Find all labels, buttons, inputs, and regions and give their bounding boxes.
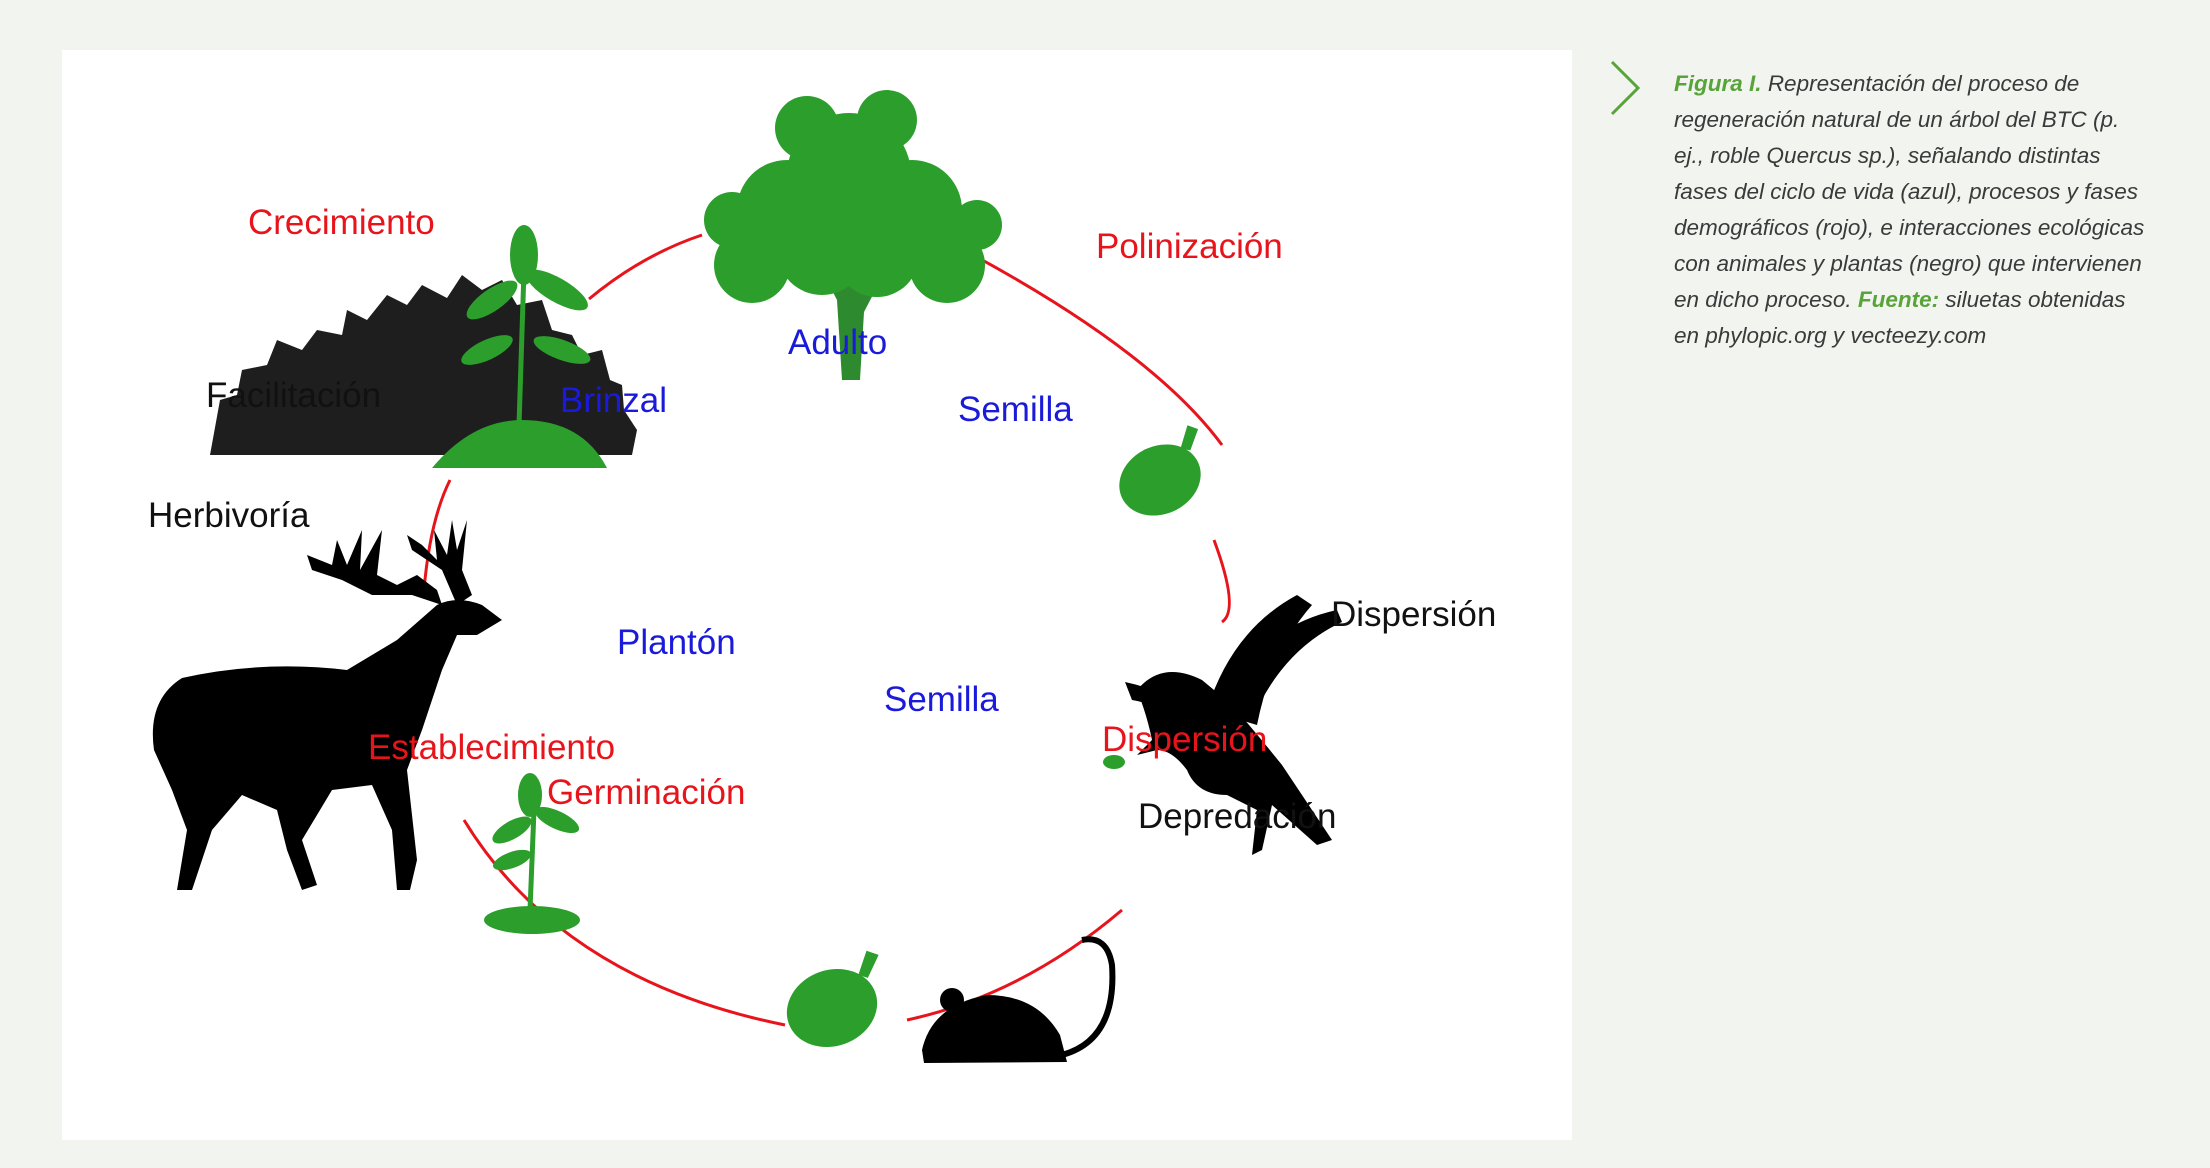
mouse-icon xyxy=(922,939,1112,1063)
caption-source-label: Fuente: xyxy=(1858,287,1939,312)
interaction-label-depredacion: Depredación xyxy=(1138,799,1336,834)
figure-panel: Adulto Semilla Semilla Plantón Brinzal P… xyxy=(62,50,1572,1140)
chevron-right-icon xyxy=(1608,58,1644,118)
caption-number: I. xyxy=(1749,71,1762,96)
stage-label-brinzal: Brinzal xyxy=(560,383,667,418)
caption-label: Figura xyxy=(1674,71,1743,96)
stage-label-semilla-top: Semilla xyxy=(958,392,1073,427)
caption-text: Representación del proceso de regeneraci… xyxy=(1674,71,2144,312)
deer-icon xyxy=(153,520,502,890)
process-label-polinizacion: Polinización xyxy=(1096,229,1283,264)
figure-caption: Figura I. Representación del proceso de … xyxy=(1674,66,2149,354)
process-label-establecimiento: Establecimiento xyxy=(368,730,615,765)
stage-label-semilla-bottom: Semilla xyxy=(884,682,999,717)
arc-growth-to-adult xyxy=(589,235,702,299)
process-label-germinacion: Germinación xyxy=(547,775,745,810)
process-label-crecimiento: Crecimiento xyxy=(248,205,435,240)
acorn-icon xyxy=(1106,422,1225,529)
interaction-label-herbivoria: Herbivoría xyxy=(148,498,309,533)
interaction-label-dispersion: Dispersión xyxy=(1331,597,1496,632)
process-label-dispersion: Dispersión xyxy=(1102,722,1267,757)
interaction-label-facilitacion: Facilitación xyxy=(206,378,381,413)
acorn-icon xyxy=(774,947,903,1059)
arc-seed-to-dispersal xyxy=(1214,540,1229,622)
stage-label-planton: Plantón xyxy=(617,625,736,660)
stage-label-adulto: Adulto xyxy=(788,325,887,360)
